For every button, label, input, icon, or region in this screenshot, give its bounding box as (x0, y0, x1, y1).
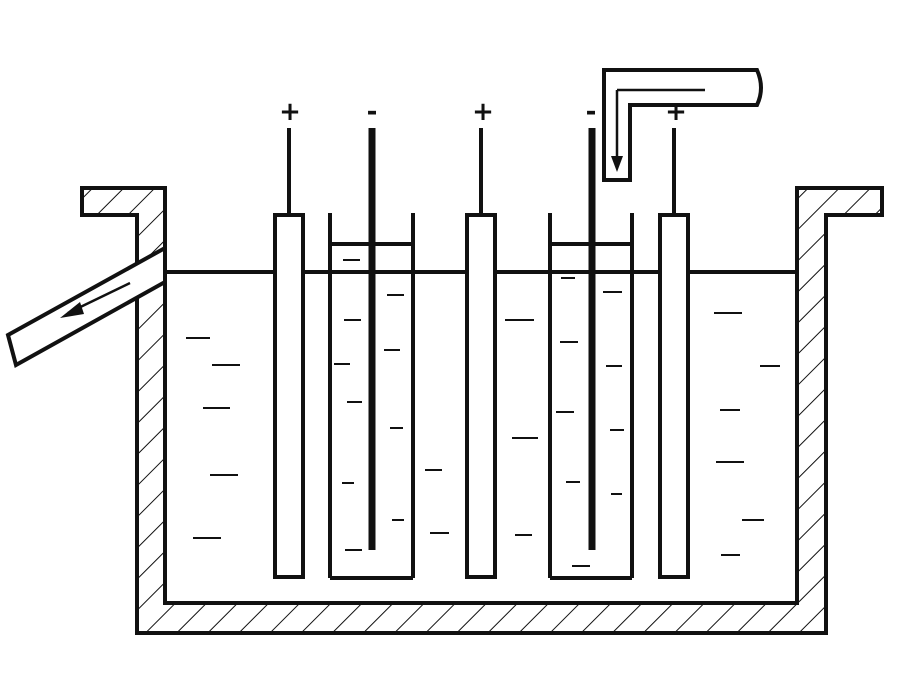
cathode-compartment-1 (328, 213, 415, 580)
anode-2 (465, 128, 497, 579)
electrode-sign-5: + (665, 97, 687, 127)
tank-wall (80, 186, 884, 635)
electrode-sign-4: - (586, 97, 597, 127)
electrolyte-marks (186, 312, 780, 556)
anode-3 (658, 128, 690, 579)
electrode-sign-1: + (279, 97, 301, 127)
outlet-pipe (5, 244, 167, 368)
electrode-sign-3: + (472, 97, 494, 127)
inlet-arrow-icon (611, 156, 623, 172)
cathode-compartment-2 (548, 213, 634, 580)
outlet-arrow-icon (60, 302, 84, 318)
inlet-pipe (602, 68, 763, 182)
electrode-sign-2: - (367, 97, 378, 127)
anode-1 (273, 128, 305, 579)
